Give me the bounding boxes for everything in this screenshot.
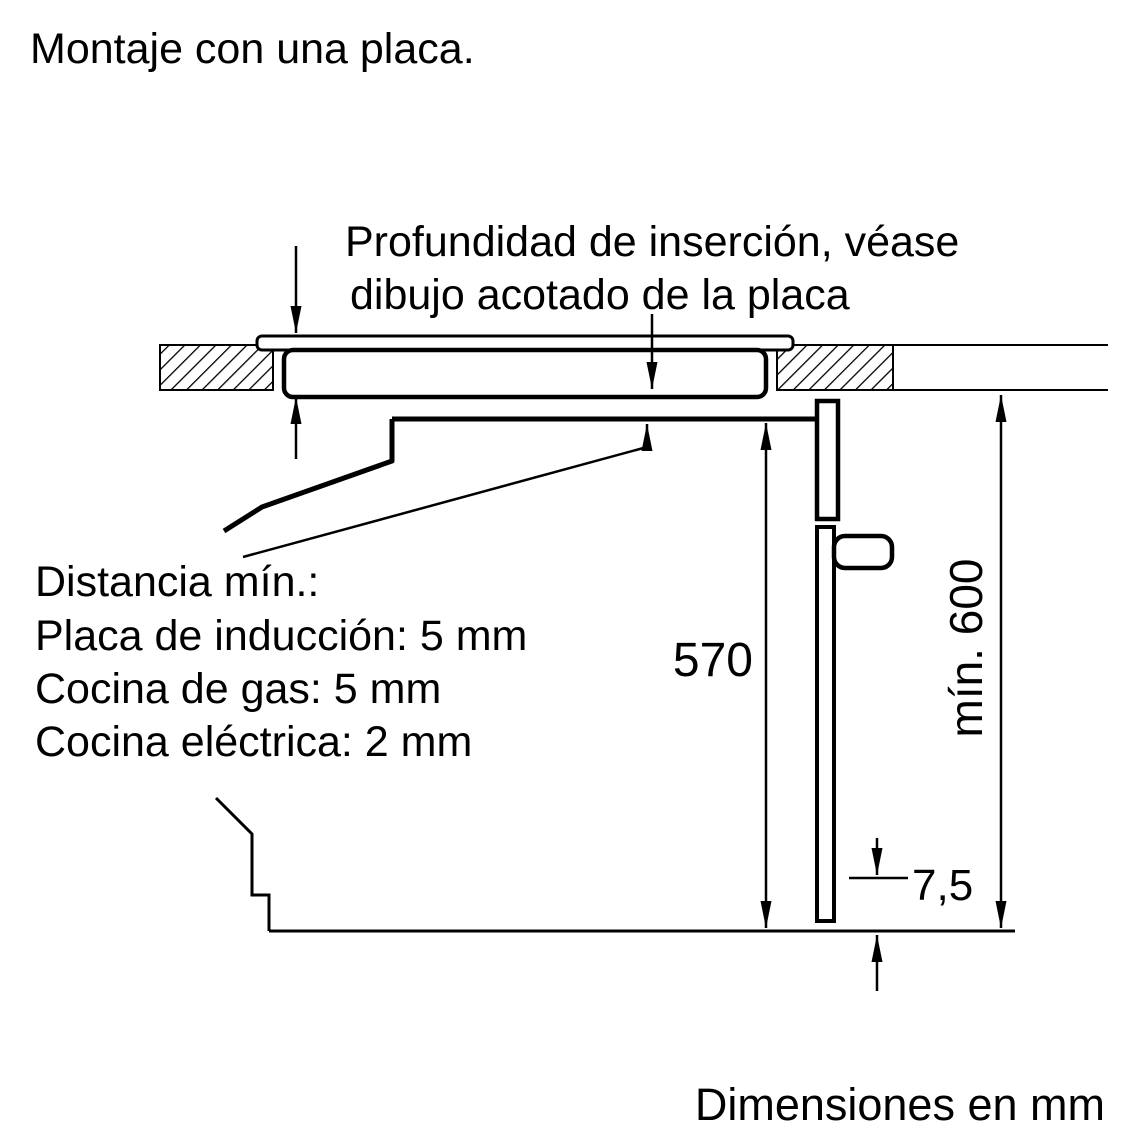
insertion-depth-label-line2: dibujo acotado de la placa	[350, 271, 850, 319]
dimension-570-label: 570	[673, 634, 753, 687]
dimension-75-label: 7,5	[912, 861, 973, 910]
min-distance-induction: Placa de inducción: 5 mm	[35, 612, 527, 660]
min-distance-electric: Cocina eléctrica: 2 mm	[35, 718, 472, 766]
diagram-title: Montaje con una placa.	[30, 25, 475, 73]
min-distance-gas: Cocina de gas: 5 mm	[35, 665, 441, 713]
oven-door-front	[815, 525, 836, 923]
countertop-left-section	[159, 344, 274, 391]
hob-body	[281, 347, 769, 400]
insertion-depth-label-line1: Profundidad de inserción, véase	[345, 218, 959, 266]
countertop-right-section	[776, 344, 894, 391]
oven-door-handle	[831, 533, 895, 571]
oven-top-left-break-line	[222, 419, 395, 534]
units-note: Dimensiones en mm	[695, 1079, 1105, 1130]
min-distance-heading: Distancia mín.:	[35, 558, 319, 606]
oven-control-panel	[814, 398, 841, 522]
min-distance-leader-arrow	[242, 424, 653, 559]
cabinet-left-break-line	[214, 796, 271, 931]
dimension-600-label: mín. 600	[940, 559, 992, 738]
